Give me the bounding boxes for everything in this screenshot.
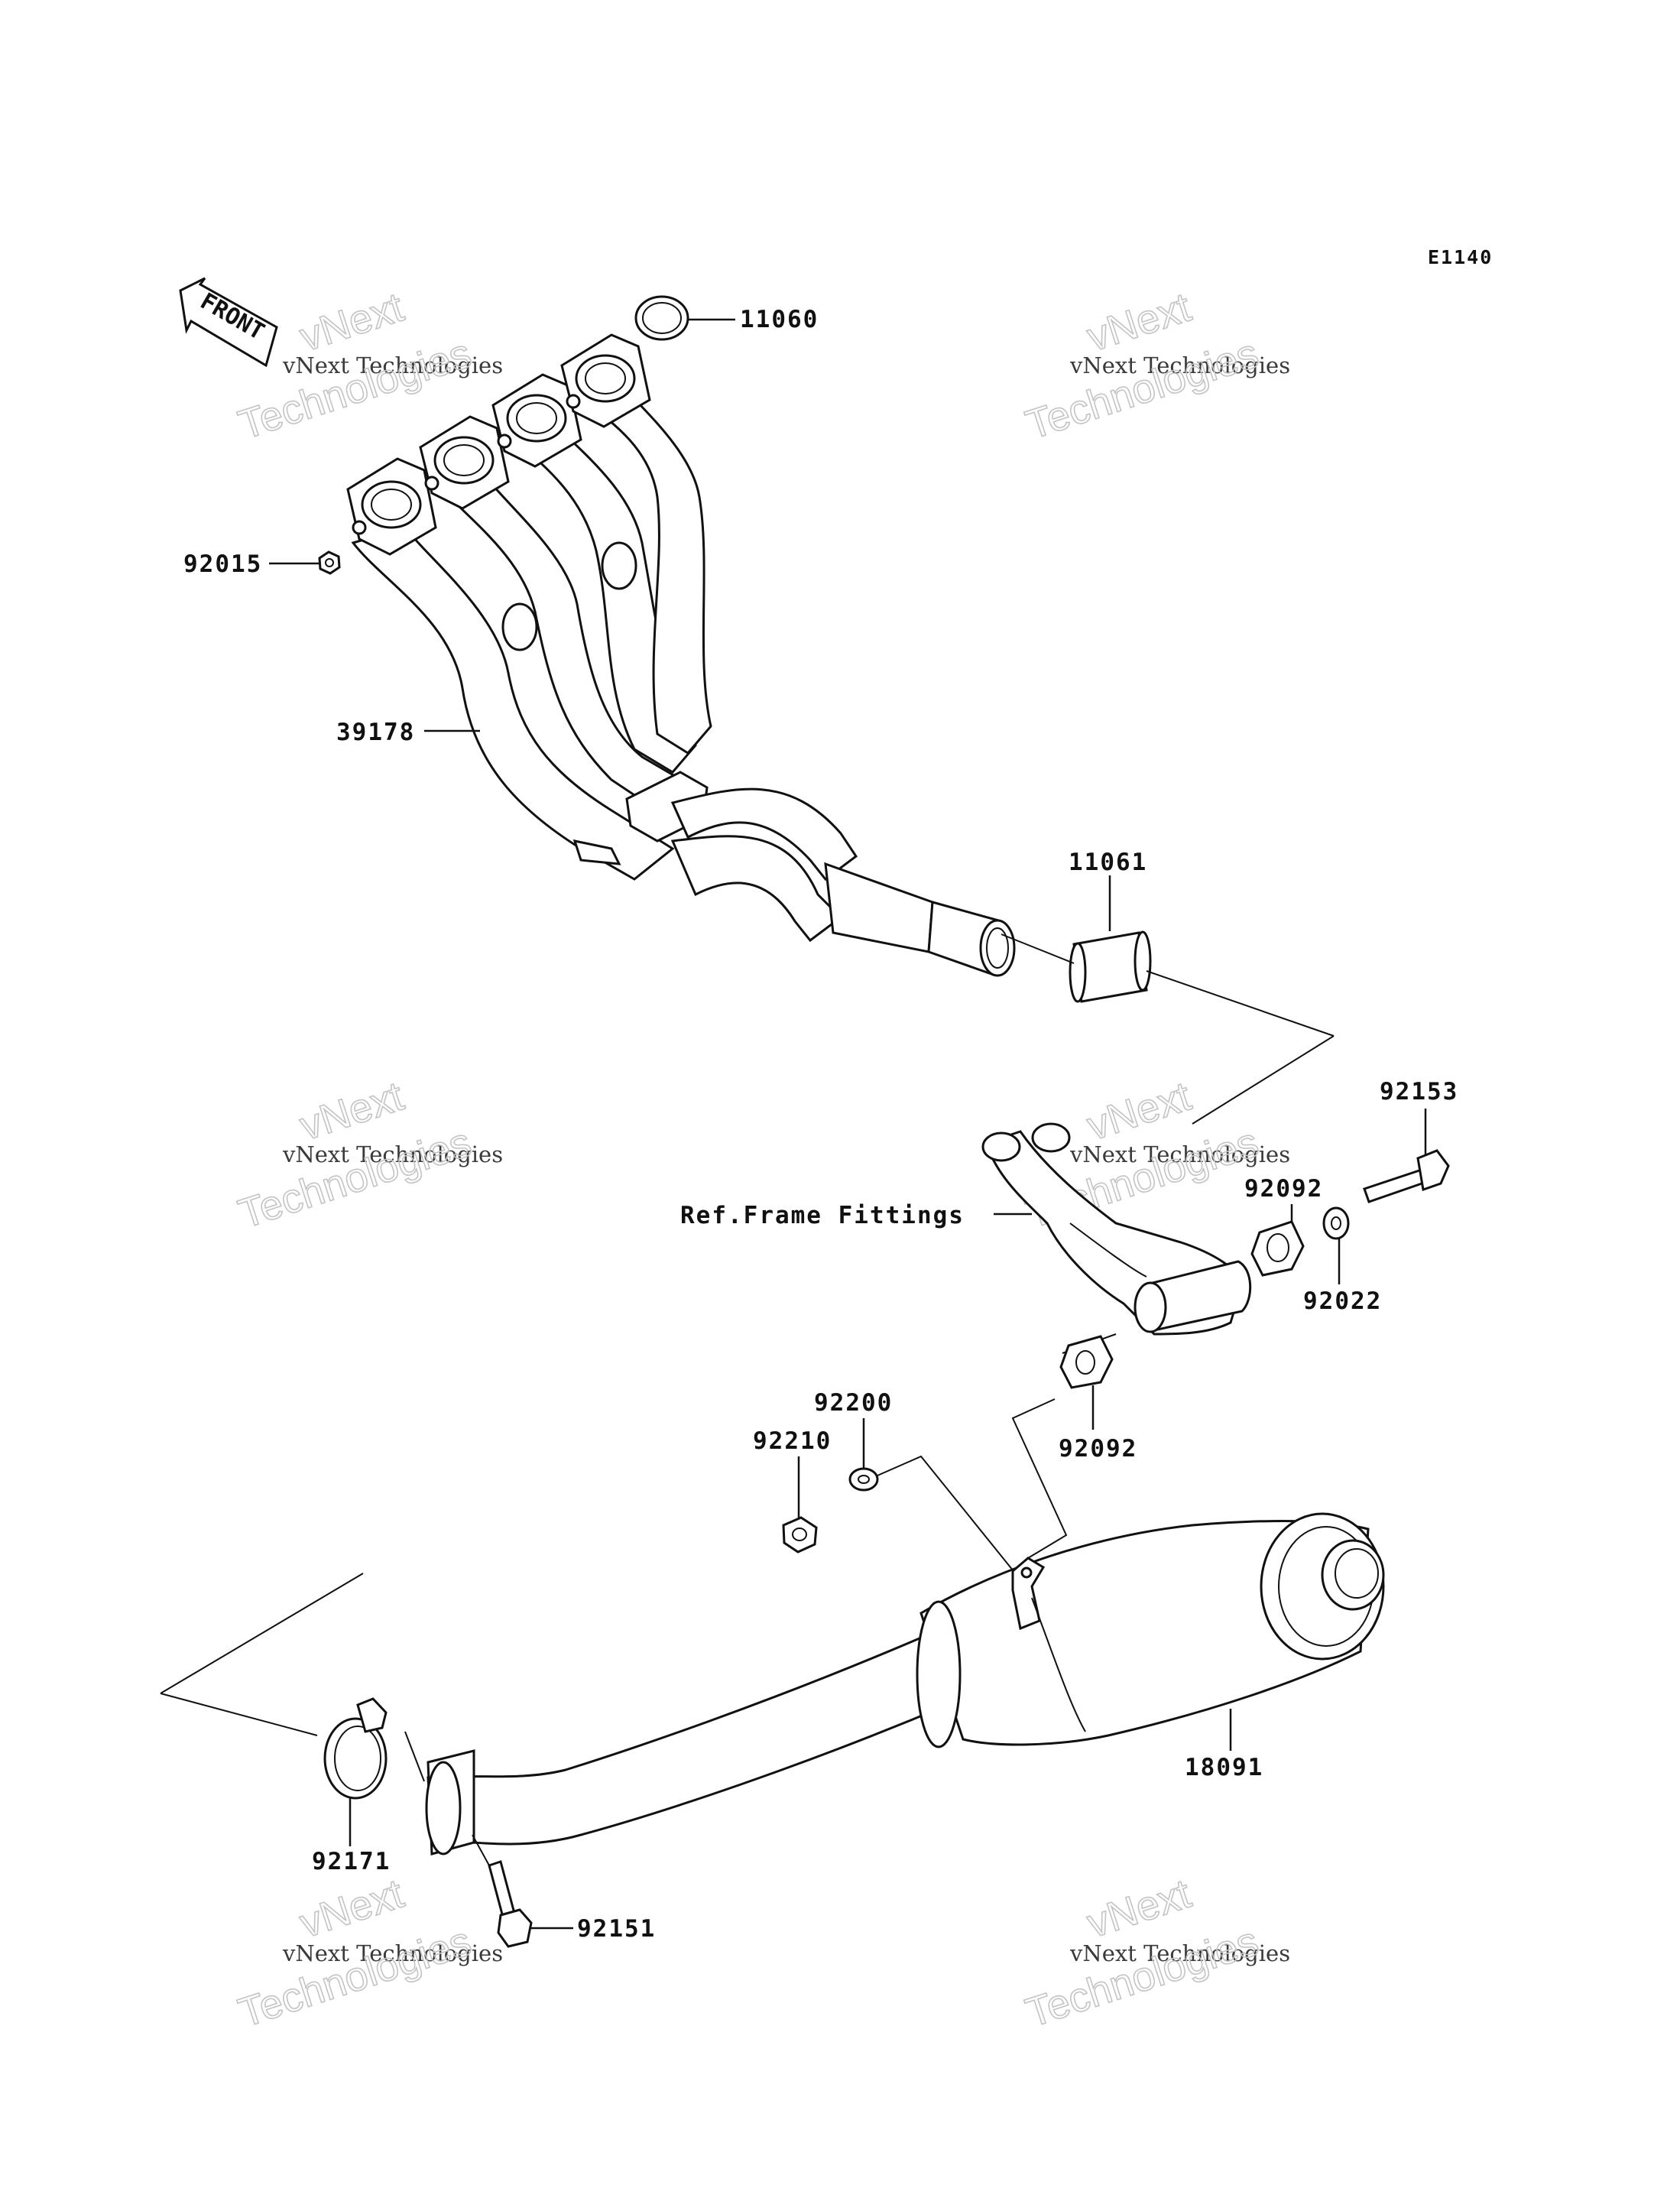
washer-92022 xyxy=(1322,1206,1350,1284)
svg-text:vNext Technologies: vNext Technologies xyxy=(282,1940,503,1966)
svg-text:Technologies: Technologies xyxy=(1020,330,1263,448)
label-92210: 92210 xyxy=(753,1427,832,1455)
svg-text:vNext: vNext xyxy=(294,284,409,361)
svg-text:vNext Technologies: vNext Technologies xyxy=(282,1141,503,1167)
svg-text:vNext: vNext xyxy=(294,1871,409,1947)
damper-92092-lower xyxy=(1059,1335,1114,1430)
svg-text:vNext Technologies: vNext Technologies xyxy=(282,352,503,378)
diagram-code: E1140 xyxy=(1428,246,1493,268)
svg-text:vNext Technologies: vNext Technologies xyxy=(1069,352,1290,378)
label-92151: 92151 xyxy=(577,1915,656,1943)
label-18091: 18091 xyxy=(1185,1754,1263,1781)
label-92171: 92171 xyxy=(312,1848,391,1875)
watermark-middle-left: vNext vNext Technologies Technologies xyxy=(232,1073,503,1238)
watermark-top-right: vNext vNext Technologies Technologies xyxy=(1020,284,1290,449)
watermark-bottom-left: vNext vNext Technologies Technologies xyxy=(232,1870,503,2037)
svg-text:vNext Technologies: vNext Technologies xyxy=(1069,1940,1290,1966)
muffler-18091 xyxy=(160,1398,1385,1855)
damper-92092-upper xyxy=(1250,1204,1305,1277)
svg-text:Technologies: Technologies xyxy=(233,1119,476,1237)
label-92015: 92015 xyxy=(183,550,262,578)
svg-text:Technologies: Technologies xyxy=(233,1918,476,2036)
svg-text:vNext: vNext xyxy=(1082,284,1196,361)
svg-text:vNext Technologies: vNext Technologies xyxy=(1069,1141,1290,1167)
label-92092-upper: 92092 xyxy=(1244,1175,1323,1203)
exhaust-header-39178 xyxy=(269,333,1016,977)
reference-note: Ref.Frame Fittings xyxy=(680,1202,965,1229)
svg-text:Technologies: Technologies xyxy=(1020,1918,1263,2036)
washer-92200 xyxy=(848,1418,1017,1576)
label-92022: 92022 xyxy=(1303,1287,1382,1315)
svg-text:vNext: vNext xyxy=(294,1073,409,1150)
label-11060: 11060 xyxy=(740,306,819,333)
front-arrow-icon: FRONT xyxy=(179,277,278,368)
svg-text:vNext: vNext xyxy=(1082,1871,1196,1947)
nut-92210 xyxy=(782,1456,818,1554)
label-39178: 39178 xyxy=(336,719,415,746)
clamp-92171 xyxy=(323,1697,388,1846)
bolt-92153 xyxy=(1363,1109,1450,1203)
nut-92015 xyxy=(318,550,341,575)
bolt-92151 xyxy=(472,1834,573,1948)
watermark-bottom-right: vNext vNext Technologies Technologies xyxy=(1020,1870,1290,2037)
gasket-11061 xyxy=(1001,875,1335,1125)
svg-text:vNext: vNext xyxy=(1082,1073,1196,1150)
label-92092-lower: 92092 xyxy=(1059,1435,1137,1463)
label-11061: 11061 xyxy=(1069,849,1147,876)
label-92153: 92153 xyxy=(1380,1078,1458,1105)
gasket-11060 xyxy=(634,295,735,341)
label-92200: 92200 xyxy=(814,1389,893,1417)
frame-bracket xyxy=(981,1122,1252,1354)
